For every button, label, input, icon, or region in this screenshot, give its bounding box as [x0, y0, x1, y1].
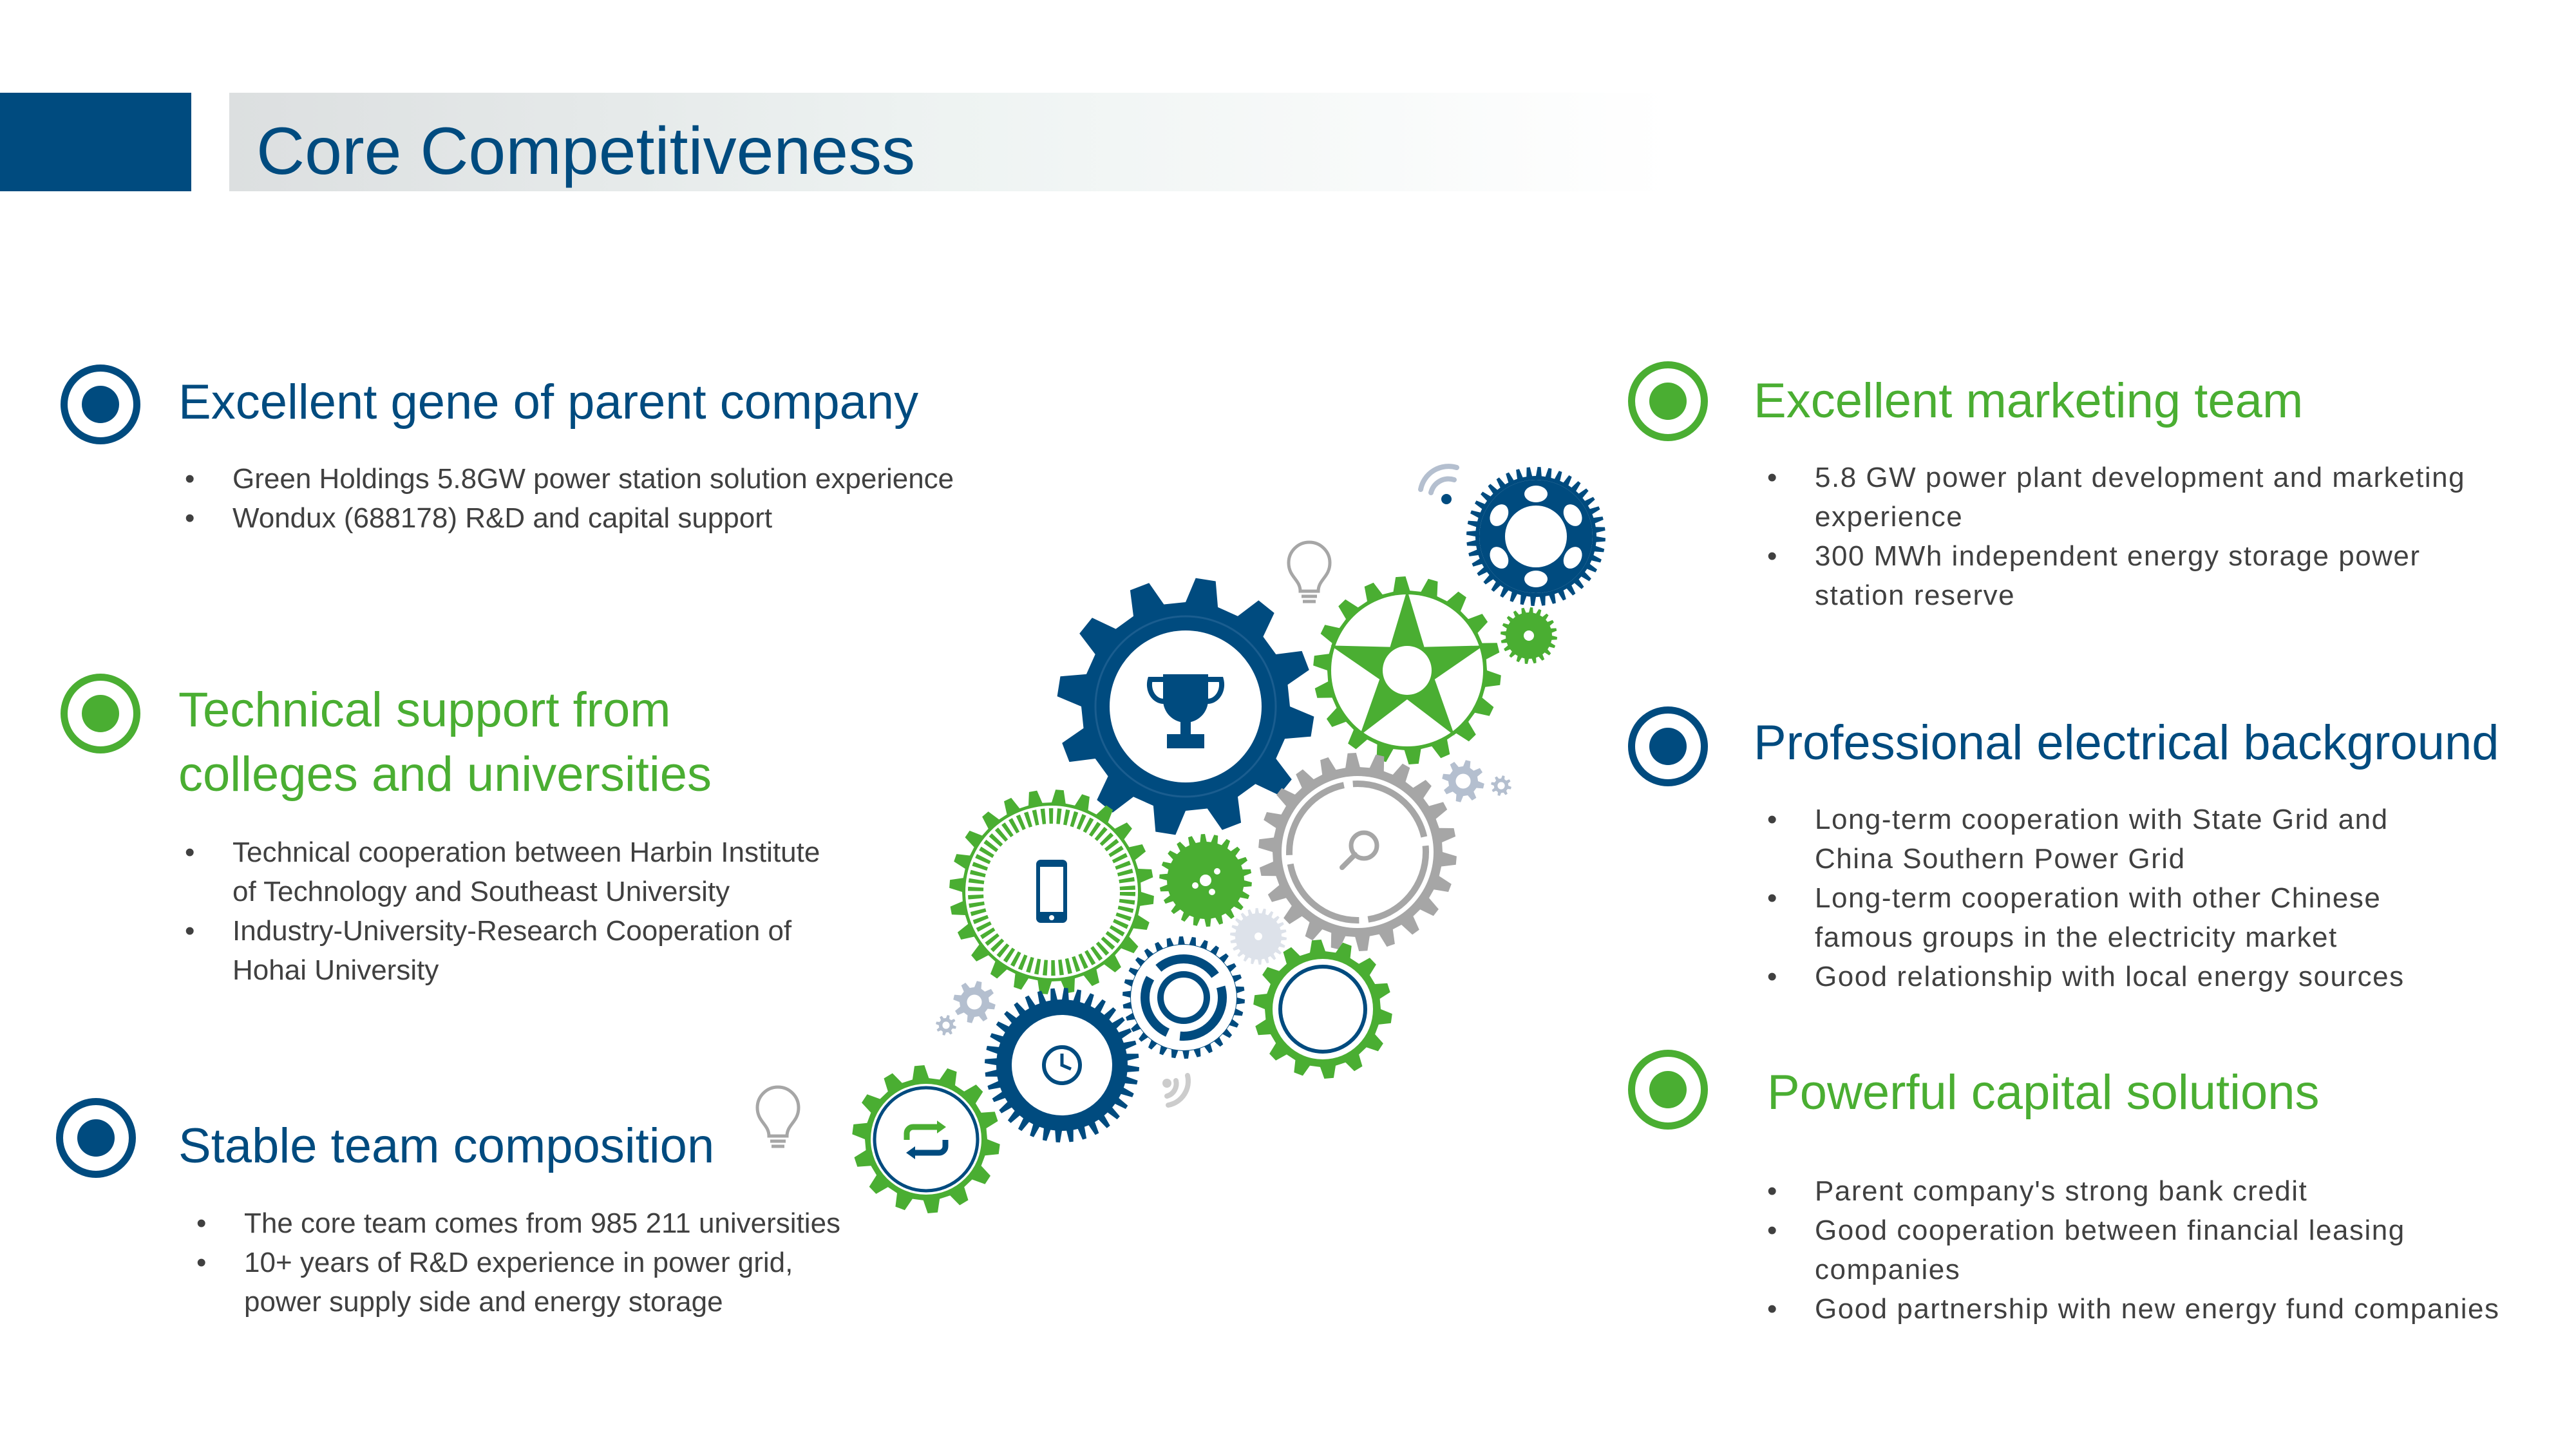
phone-gear [949, 790, 1154, 994]
bullet: Green Holdings 5.8GW power station solut… [185, 459, 954, 498]
title-line: colleges and universities [178, 747, 712, 802]
wifi-icon [1162, 1073, 1191, 1108]
small-gray-gear [1442, 760, 1484, 802]
star-gear [1313, 576, 1501, 764]
wifi-icon [1418, 464, 1459, 504]
section-title: Powerful capital solutions [1767, 1065, 2320, 1120]
page-title: Core Competitiveness [256, 114, 916, 189]
target-icon [1628, 1050, 1708, 1130]
magnifier-icon [1340, 830, 1379, 870]
target-icon [61, 674, 140, 753]
repeat-icon [904, 1121, 949, 1159]
bullet: Good cooperation between financial leasi… [1767, 1211, 2500, 1289]
section-title: Stable team composition [178, 1119, 715, 1173]
target-icon [56, 1098, 136, 1178]
green-ring-gear [1253, 940, 1392, 1079]
lightbulb-icon [755, 1085, 800, 1148]
bullet: Good relationship with local energy sour… [1767, 957, 2405, 996]
bullet: Long-term cooperation with State Grid an… [1767, 800, 2405, 878]
title-line: Technical support from [178, 683, 671, 737]
trophy-icon [1146, 674, 1225, 748]
ring-gear [1122, 936, 1245, 1059]
section-bullets: Parent company's strong bank credit Good… [1767, 1171, 2500, 1329]
bullet: Wondux (688178) R&D and capital support [185, 498, 954, 538]
section-bullets: Green Holdings 5.8GW power station solut… [185, 459, 954, 538]
phone-icon [1036, 860, 1067, 923]
small-dotted-gear [1159, 834, 1252, 927]
section-title: Excellent marketing team [1754, 374, 2304, 428]
trophy-gear [1057, 578, 1314, 835]
title-accent-block [0, 93, 191, 191]
repeat-gear [852, 1065, 1000, 1213]
bullet: Parent company's strong bank credit [1767, 1171, 2500, 1211]
bullet: Technical cooperation between Harbin Ins… [185, 833, 820, 911]
target-icon [61, 365, 140, 444]
section-title: Technical support from colleges and univ… [178, 678, 712, 807]
small-gray-gear [936, 1015, 956, 1036]
top-right-gear [1466, 467, 1605, 606]
lightbulb-icon [1287, 540, 1332, 603]
bullet: 10+ years of R&D experience in power gri… [196, 1243, 840, 1321]
bullet: Long-term cooperation with other Chinese… [1767, 878, 2405, 957]
section-title: Excellent gene of parent company [178, 375, 919, 430]
section-bullets: The core team comes from 985 211 univers… [196, 1204, 840, 1321]
light-gray-gear [1230, 908, 1287, 965]
clock-icon [1042, 1045, 1082, 1085]
bullet: 5.8 GW power plant development and marke… [1767, 458, 2465, 536]
clock-gear [985, 988, 1139, 1142]
bullet: Good partnership with new energy fund co… [1767, 1289, 2500, 1329]
section-bullets: 5.8 GW power plant development and marke… [1767, 458, 2465, 615]
target-icon [1628, 706, 1708, 786]
section-bullets: Technical cooperation between Harbin Ins… [185, 833, 820, 990]
small-gray-gear [953, 981, 996, 1023]
small-green-gear [1501, 607, 1557, 664]
target-icon [1628, 361, 1708, 441]
bullet: Industry-University-Research Cooperation… [185, 911, 820, 990]
section-bullets: Long-term cooperation with State Grid an… [1767, 800, 2405, 996]
title-bar [229, 93, 1672, 191]
bullet: The core team comes from 985 211 univers… [196, 1204, 840, 1243]
small-gray-gear [1491, 775, 1511, 796]
magnifier-gear [1258, 753, 1457, 951]
section-title: Professional electrical background [1754, 715, 2499, 770]
bullet: 300 MWh independent energy storage power… [1767, 536, 2465, 615]
